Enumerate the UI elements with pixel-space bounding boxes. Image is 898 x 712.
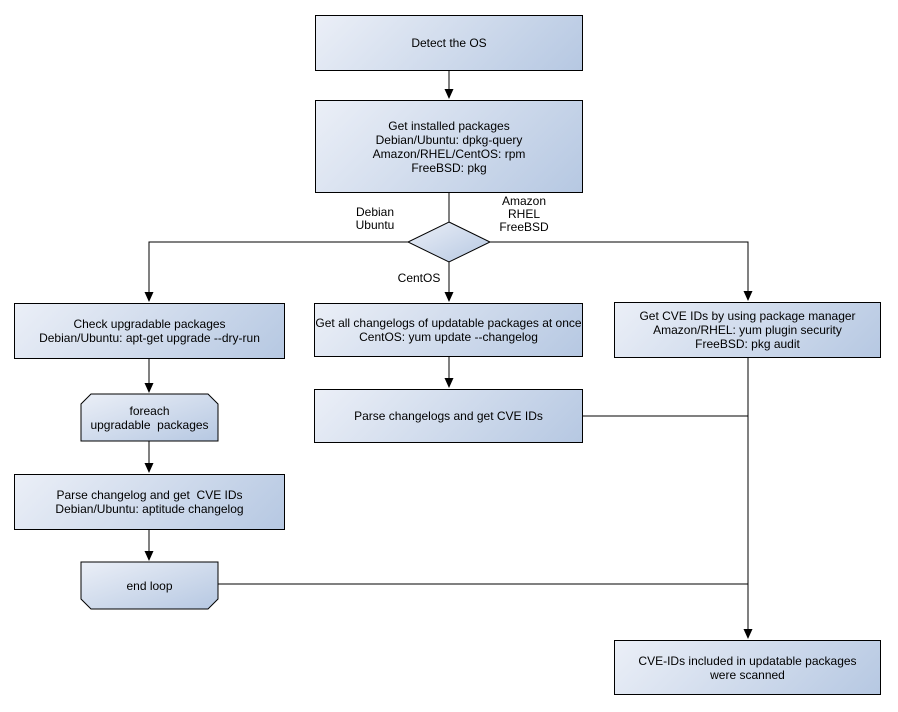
- node-text-line: Check upgradable packages: [73, 317, 226, 331]
- node-text-line: Get installed packages: [388, 118, 510, 133]
- edge-label-amazon-rhel-freebsd: Amazon RHEL FreeBSD: [479, 195, 569, 234]
- node-text-line: CVE-IDs included in updatable packages: [638, 653, 857, 668]
- node-text-line: Parse changelogs and get CVE IDs: [354, 409, 543, 423]
- node-text-line: CentOS: yum update --changelog: [359, 330, 538, 344]
- edge-decision-to-check-upgradable: [144, 241, 408, 302]
- edge-label-line: RHEL: [507, 207, 540, 221]
- node-get-installed-packages: Get installed packages Debian/Ubuntu: dp…: [315, 100, 583, 193]
- node-parse-changelog-debian: Parse changelog and get CVE IDs Debian/U…: [14, 474, 285, 530]
- node-text-line: FreeBSD: pkg: [411, 160, 487, 175]
- node-text-line: Detect the OS: [411, 36, 487, 50]
- node-text-line: foreach: [129, 403, 170, 418]
- edge-decision-to-get-cve-ids: [490, 241, 753, 301]
- edge-label-line: Ubuntu: [355, 218, 395, 232]
- node-text-line: upgradable packages: [90, 417, 209, 432]
- node-detect-os: Detect the OS: [315, 15, 583, 71]
- node-text-line: Parse changelog and get CVE IDs: [56, 488, 243, 502]
- node-text-line: Debian/Ubuntu: apt-get upgrade --dry-run: [39, 331, 260, 345]
- node-scanned-result: CVE-IDs included in updatable packages w…: [614, 640, 881, 695]
- end-loop-label: end loop: [81, 562, 218, 609]
- node-get-cve-ids-pkg-manager: Get CVE IDs by using package manager Ama…: [614, 302, 881, 358]
- node-check-upgradable-packages: Check upgradable packages Debian/Ubuntu:…: [14, 303, 285, 359]
- node-text-line: Get all changelogs of updatable packages…: [315, 316, 582, 330]
- node-text-line: end loop: [126, 578, 173, 593]
- edge-label-line: Amazon: [501, 194, 547, 208]
- foreach-loop-shape: [80, 393, 219, 442]
- node-text-line: Amazon/RHEL/CentOS: rpm: [372, 146, 526, 161]
- edge-label-debian-ubuntu: Debian Ubuntu: [330, 206, 420, 232]
- foreach-loop-label: foreach upgradable packages: [81, 394, 218, 441]
- node-text-line: Debian/Ubuntu: aptitude changelog: [55, 502, 244, 516]
- edge-label-centos: CentOS: [379, 272, 459, 285]
- node-get-all-changelogs: Get all changelogs of updatable packages…: [314, 303, 583, 357]
- node-text-line: Amazon/RHEL: yum plugin security: [653, 323, 842, 337]
- node-parse-changelogs: Parse changelogs and get CVE IDs: [314, 389, 583, 443]
- node-text-line: were scanned: [710, 667, 785, 682]
- edge-label-line: CentOS: [397, 271, 441, 285]
- node-text-line: Debian/Ubuntu: dpkg-query: [375, 132, 523, 147]
- os-decision-diamond: [406, 221, 492, 263]
- edge-label-line: Debian: [355, 205, 395, 219]
- node-text-line: Get CVE IDs by using package manager: [639, 309, 856, 323]
- end-loop-shape: [80, 561, 219, 610]
- node-text-line: FreeBSD: pkg audit: [695, 337, 800, 351]
- edge-label-line: FreeBSD: [499, 220, 549, 234]
